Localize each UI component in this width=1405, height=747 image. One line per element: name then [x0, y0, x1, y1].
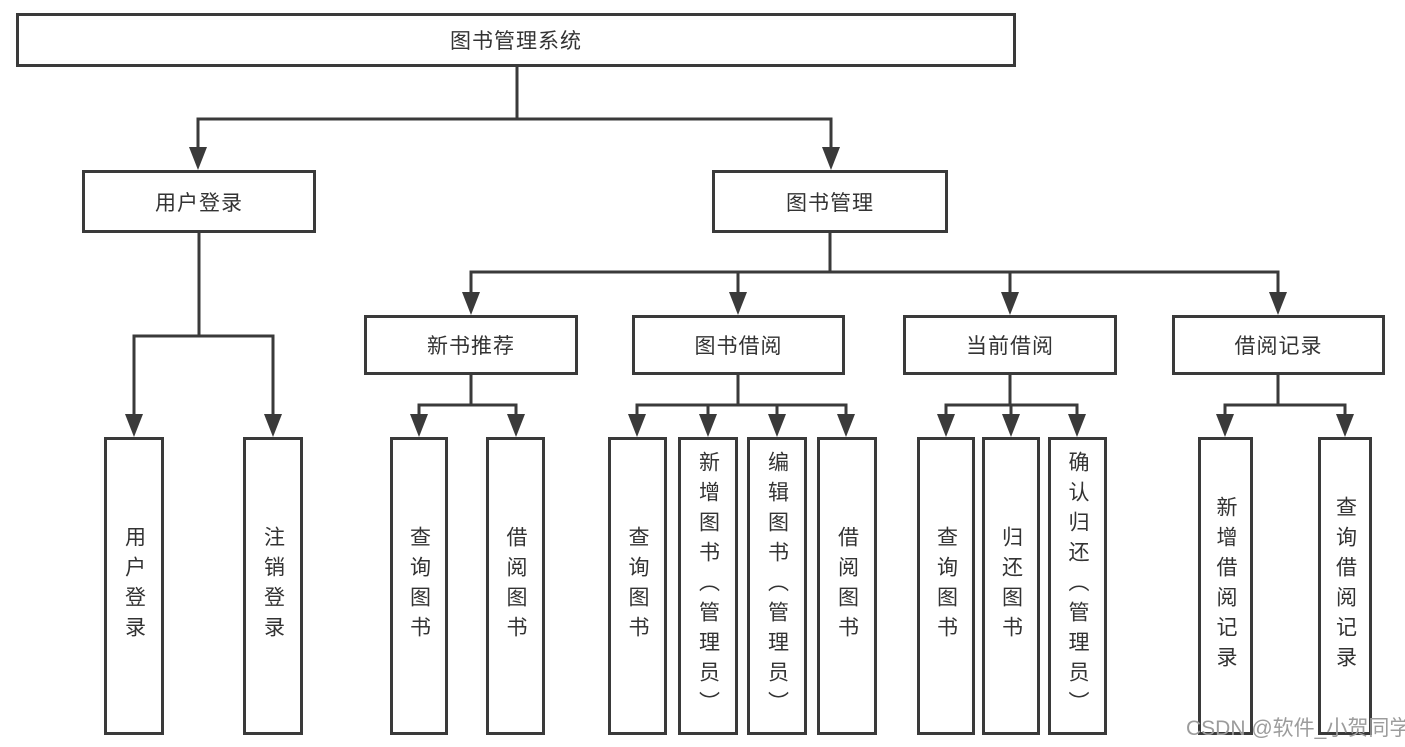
node-new-book-recommend-label: 新书推荐	[427, 335, 515, 358]
node-book-borrowing-label: 图书借阅	[694, 335, 783, 358]
leaf-add-books-admin: 新增图书（管理员）	[678, 437, 738, 735]
node-book-borrowing: 图书借阅	[632, 315, 845, 375]
leaf-add-borrow-record: 新增借阅记录	[1198, 437, 1253, 735]
leaf-query-books-borrowing: 查询图书	[608, 437, 667, 735]
node-book-management: 图书管理	[712, 170, 948, 233]
leaf-borrow-books-recommend-label: 借阅图书	[504, 526, 527, 646]
leaf-return-books-label: 归还图书	[999, 526, 1023, 646]
leaf-confirm-return-admin-label: 确认归还（管理员）	[1066, 451, 1089, 721]
leaf-borrow-books-label: 借阅图书	[835, 526, 859, 646]
leaf-query-books-recommend: 查询图书	[390, 437, 448, 735]
leaf-confirm-return-admin: 确认归还（管理员）	[1048, 437, 1107, 735]
leaf-query-borrow-record-label: 查询借阅记录	[1333, 496, 1357, 676]
node-root-label: 图书管理系统	[450, 30, 582, 53]
leaf-return-books: 归还图书	[982, 437, 1040, 735]
node-user-login-label: 用户登录	[155, 191, 243, 215]
node-new-book-recommend: 新书推荐	[364, 315, 578, 375]
node-current-borrowing: 当前借阅	[903, 315, 1117, 375]
node-borrowing-records: 借阅记录	[1172, 315, 1385, 375]
leaf-query-books-borrowing-label: 查询图书	[626, 526, 649, 646]
node-current-borrowing-label: 当前借阅	[966, 335, 1054, 358]
leaf-query-books-recommend-label: 查询图书	[407, 526, 431, 646]
node-root: 图书管理系统	[16, 13, 1016, 67]
leaf-user-login-label: 用户登录	[122, 526, 146, 646]
leaf-edit-books-admin-label: 编辑图书（管理员）	[765, 451, 789, 721]
leaf-borrow-books: 借阅图书	[817, 437, 877, 735]
leaf-query-borrow-record: 查询借阅记录	[1318, 437, 1372, 735]
node-borrowing-records-label: 借阅记录	[1234, 335, 1323, 358]
leaf-logout: 注销登录	[243, 437, 303, 735]
node-book-management-label: 图书管理	[786, 191, 874, 215]
node-user-login: 用户登录	[82, 170, 316, 233]
leaf-query-books-current-label: 查询图书	[934, 526, 958, 646]
leaf-add-borrow-record-label: 新增借阅记录	[1214, 496, 1237, 676]
leaf-query-books-current: 查询图书	[917, 437, 975, 735]
leaf-edit-books-admin: 编辑图书（管理员）	[747, 437, 807, 735]
leaf-borrow-books-recommend: 借阅图书	[486, 437, 545, 735]
leaf-logout-label: 注销登录	[261, 526, 285, 646]
leaf-add-books-admin-label: 新增图书（管理员）	[696, 451, 720, 721]
leaf-user-login: 用户登录	[104, 437, 164, 735]
watermark: CSDN @软件_小贺同学	[1186, 717, 1405, 740]
